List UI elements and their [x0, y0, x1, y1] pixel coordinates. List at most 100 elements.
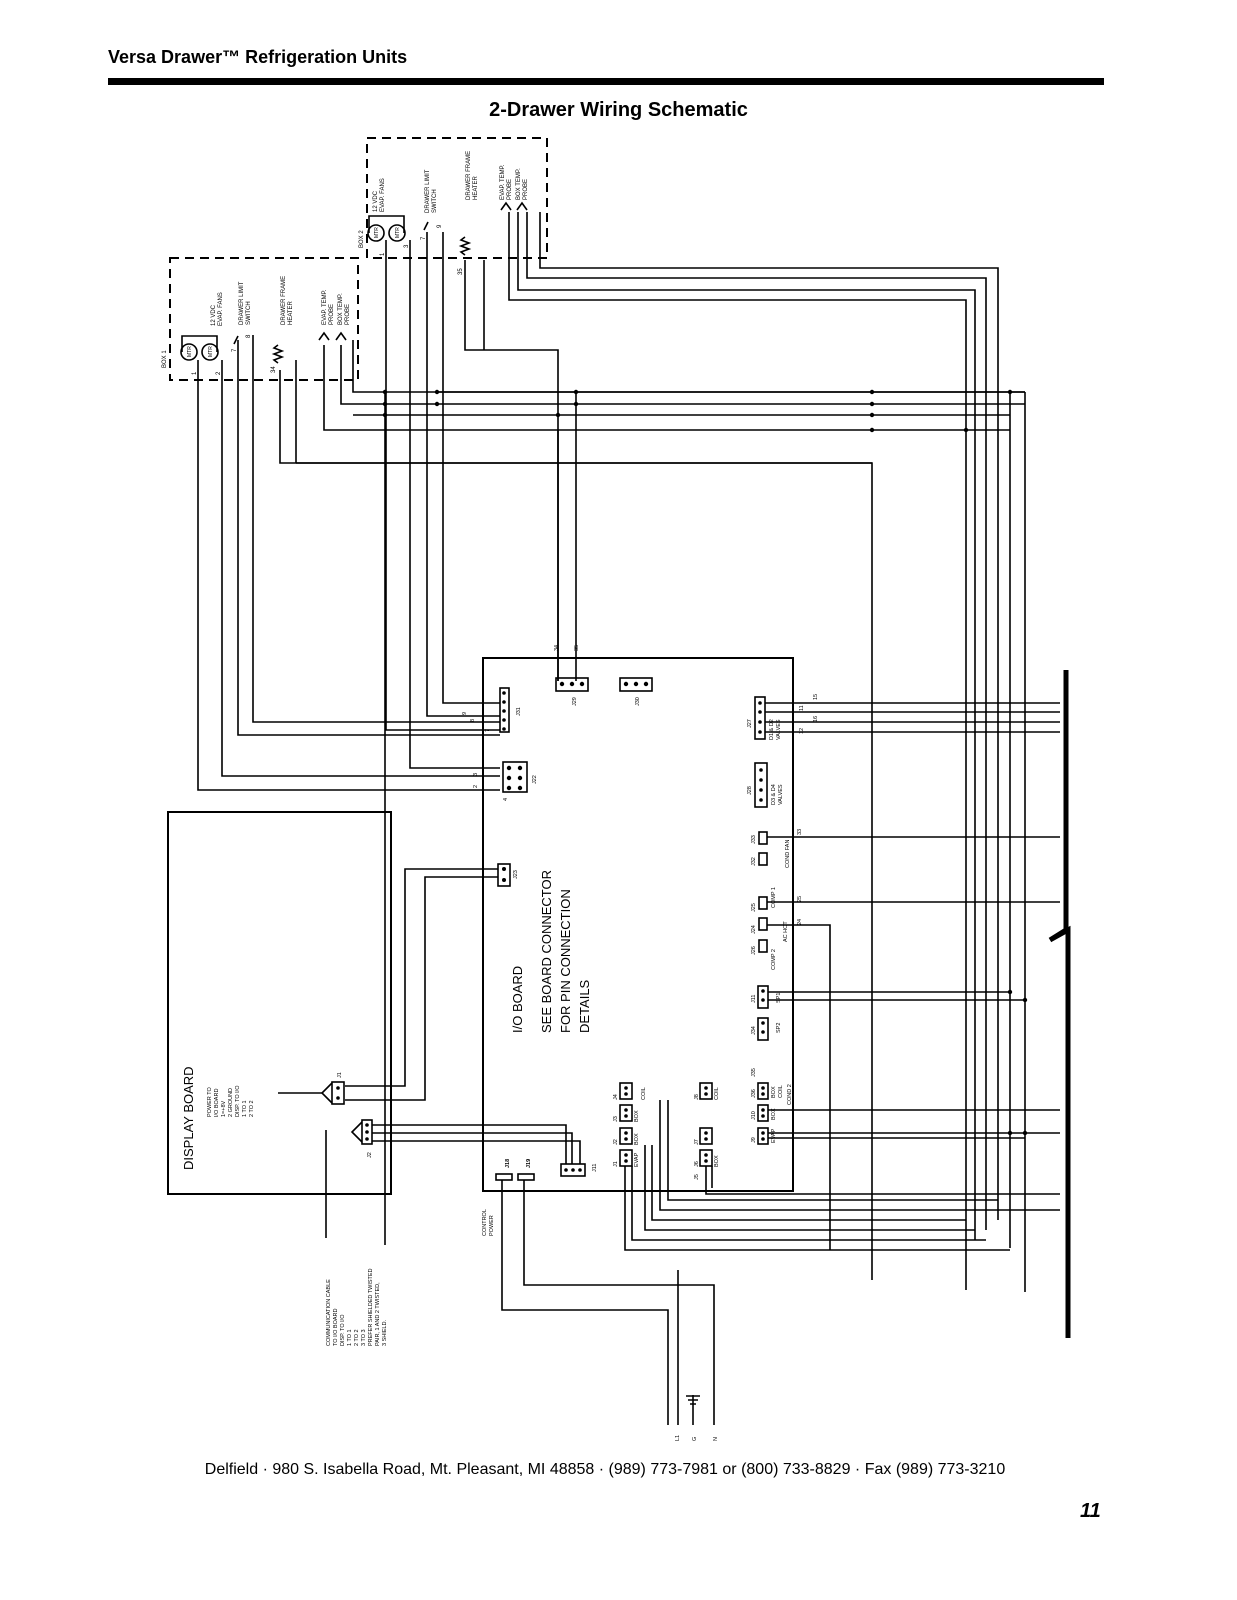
j24-connector	[758, 917, 768, 931]
power-note: 1 TO 1	[242, 1100, 248, 1117]
box1-fan-motor-icon	[180, 343, 198, 361]
box1-evap-probe-label-1: EVAP. TEMP.	[322, 289, 328, 325]
box2-fan-motor-icon	[367, 224, 385, 242]
comm-note: TO I/O BOARD	[333, 1308, 339, 1346]
footer-address: Delfield · 980 S. Isabella Road, Mt. Ple…	[204, 1461, 1006, 1478]
j4-connector	[619, 1082, 633, 1100]
power-note: 2 TO 2	[249, 1100, 255, 1117]
j8-label: J8	[694, 1094, 700, 1100]
box1-box-probe-label-1: BOX TEMP.	[338, 293, 344, 325]
display-board-title: DISPLAY BOARD	[181, 1066, 196, 1170]
display-j1-label: J1	[337, 1072, 343, 1078]
supply-l1-label: L1	[675, 1435, 681, 1441]
j29-label: J29	[572, 697, 578, 706]
j11-sp1-connector	[757, 985, 769, 1009]
box2-box-probe-label-1: BOX TEMP.	[516, 168, 522, 200]
j28-label: J28	[747, 786, 753, 795]
pin-num: 35	[574, 645, 580, 651]
pin-num: 34	[554, 645, 560, 651]
box1-frame	[169, 257, 359, 381]
box2-wire-num: 7	[421, 236, 427, 240]
j11-right-label: J11	[751, 995, 757, 1003]
j19-label: J19	[526, 1159, 532, 1168]
j36-label: J36	[751, 1089, 757, 1098]
ground-bus	[1048, 670, 1071, 1338]
box2-evap-probe-label-1: EVAP. TEMP.	[500, 164, 506, 200]
box2-fans-label-2: EVAP. FANS	[380, 178, 386, 212]
j34-label: J34	[751, 1026, 757, 1035]
comm-note: DISP. TO I/O	[340, 1314, 346, 1346]
io-board-note-2: FOR PIN CONNECTION	[558, 889, 573, 1033]
ac-hot-label: AC HOT	[783, 921, 789, 942]
box1-box-probe-label-2: PROBE	[345, 304, 351, 325]
coil-label: COIL	[778, 1085, 784, 1098]
sp2-label: SP2	[776, 1023, 782, 1033]
j1-label: J1	[613, 1161, 619, 1167]
comm-note: PREFER SHIELDED TWISTED	[368, 1268, 374, 1346]
j27-desc-2: VALVES	[776, 719, 782, 740]
box1-label: BOX 1	[162, 350, 168, 368]
power-note: POWER TO	[207, 1087, 213, 1117]
j9-j10-connector	[757, 1127, 769, 1145]
box1-wire-num: 7	[232, 348, 238, 352]
box2-wire-num: 3	[404, 244, 410, 248]
pin-num: 4	[503, 798, 509, 801]
supply-n-label: N	[713, 1437, 719, 1441]
comm-note: 3 SHIELD.	[382, 1320, 388, 1346]
j34-sp2-connector	[757, 1017, 769, 1041]
io-board-note-1: SEE BOARD CONNECTOR	[539, 870, 554, 1033]
j8-connector	[699, 1082, 713, 1100]
box2-mtr-label: MTR	[374, 227, 380, 238]
j22-connector	[502, 761, 528, 793]
pin-num: 24	[797, 919, 803, 925]
j33-connector	[758, 831, 768, 845]
box2-frame	[366, 137, 548, 259]
j2-connector	[619, 1127, 633, 1145]
box1-box-probe-icon	[335, 331, 347, 341]
pin-num: 33	[797, 829, 803, 835]
j4-label: J4	[613, 1094, 619, 1100]
box2-evap-probe-icon	[500, 201, 512, 211]
j36-connector	[757, 1104, 769, 1122]
j28-connector	[754, 762, 768, 808]
j26-connector	[758, 939, 768, 953]
box1-evap-probe-icon	[318, 331, 330, 341]
box2-switch-label-1: DRAWER LIMIT	[425, 169, 431, 213]
box2-mtr-label: MTR	[395, 227, 401, 238]
pin-num: 16	[813, 716, 819, 722]
comm-note: 3 TO 3	[361, 1329, 367, 1346]
box1-limit-switch-icon	[233, 335, 239, 345]
control-power-label-1: CONTROL	[482, 1209, 488, 1236]
box1-wire-num: 1	[192, 371, 198, 375]
j3-label: J3	[613, 1116, 619, 1122]
comm-note: COMMUNICATION CABLE	[326, 1279, 332, 1346]
box1-switch-label-2: SWITCH	[246, 301, 252, 325]
j27-label: J27	[747, 719, 753, 728]
control-power-label-2: POWER	[489, 1215, 495, 1236]
j31-connector	[499, 687, 510, 733]
box1-evap-probe-label-2: PROBE	[329, 304, 335, 325]
j35-connector	[757, 1082, 769, 1100]
j28-desc-1: D3 & D4	[771, 784, 777, 805]
io-board-note-3: DETAILS	[577, 979, 592, 1033]
box2-evap-probe-label-2: PROBE	[507, 179, 513, 200]
box1-switch-label-1: DRAWER LIMIT	[239, 281, 245, 325]
box1-heater-label-2: HEATER	[288, 300, 294, 325]
box2-wire-num: 1	[380, 252, 386, 256]
box1-heater-label-1: DRAWER FRAME	[281, 276, 287, 325]
box2-limit-switch-icon	[423, 221, 429, 231]
pin-num: 15	[813, 694, 819, 700]
j29-connector	[555, 677, 589, 692]
box2-fan-motor-icon	[388, 224, 406, 242]
box2-wire-num: 9	[437, 224, 443, 228]
pin-num: 3	[473, 773, 479, 776]
power-note: I/O BOARD	[214, 1089, 220, 1117]
comp2-label: COMP 2	[771, 949, 777, 970]
box2-box-probe-icon	[516, 201, 528, 211]
box1-mtr-label: MTR	[208, 346, 214, 357]
j9-label: J9	[751, 1137, 757, 1143]
pin-num: 8	[470, 719, 476, 722]
power-note: 2 GROUND	[228, 1088, 234, 1117]
j24-label: J24	[751, 925, 757, 934]
